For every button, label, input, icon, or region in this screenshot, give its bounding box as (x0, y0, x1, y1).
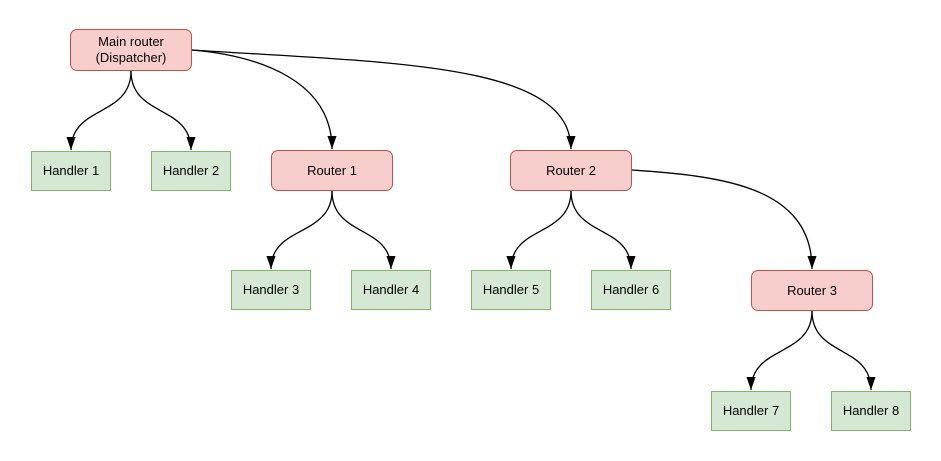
node-router-1: Router 1 (271, 150, 393, 191)
edge-router2-to-router3 (631, 169, 817, 270)
node-handler-7-label: Handler 7 (722, 403, 780, 418)
node-handler-8-label: Handler 8 (842, 403, 900, 418)
node-handler-4-label: Handler 4 (362, 282, 420, 297)
node-router-1-label: Router 1 (307, 162, 357, 178)
edge-router1-to-handler3 (266, 190, 333, 270)
node-handler-5-label: Handler 5 (482, 282, 540, 297)
node-main-router-label-line2: (Dispatcher) (95, 50, 167, 65)
node-handler-3-label: Handler 3 (242, 282, 300, 297)
node-handler-2: Handler 2 (151, 151, 231, 191)
node-handler-6-label: Handler 6 (602, 282, 660, 297)
edge-main-to-router2 (191, 49, 576, 150)
edge-router3-to-handler7 (746, 310, 813, 391)
node-handler-1: Handler 1 (31, 151, 111, 191)
edge-router2-to-handler6 (570, 190, 636, 270)
edge-main-to-handler2 (130, 70, 196, 151)
node-main-router-label-line1: Main router (98, 34, 164, 49)
edge-router2-to-handler5 (506, 190, 572, 270)
node-handler-5: Handler 5 (471, 270, 551, 310)
node-handler-7: Handler 7 (711, 391, 791, 431)
edge-main-to-handler1 (66, 70, 132, 151)
node-router-2: Router 2 (510, 150, 632, 191)
node-handler-4: Handler 4 (351, 270, 431, 310)
node-router-3-label: Router 3 (787, 282, 837, 298)
node-handler-8: Handler 8 (831, 391, 911, 431)
edge-main-to-router1 (191, 49, 337, 150)
edge-router3-to-handler8 (811, 310, 876, 391)
node-handler-2-label: Handler 2 (162, 163, 220, 178)
node-router-3: Router 3 (751, 270, 873, 311)
node-handler-3: Handler 3 (231, 270, 311, 310)
node-handler-6: Handler 6 (591, 270, 671, 310)
node-handler-1-label: Handler 1 (42, 163, 100, 178)
node-router-2-label: Router 2 (546, 162, 596, 178)
edge-router1-to-handler4 (331, 190, 396, 270)
node-main-router: Main router (Dispatcher) (70, 29, 192, 71)
